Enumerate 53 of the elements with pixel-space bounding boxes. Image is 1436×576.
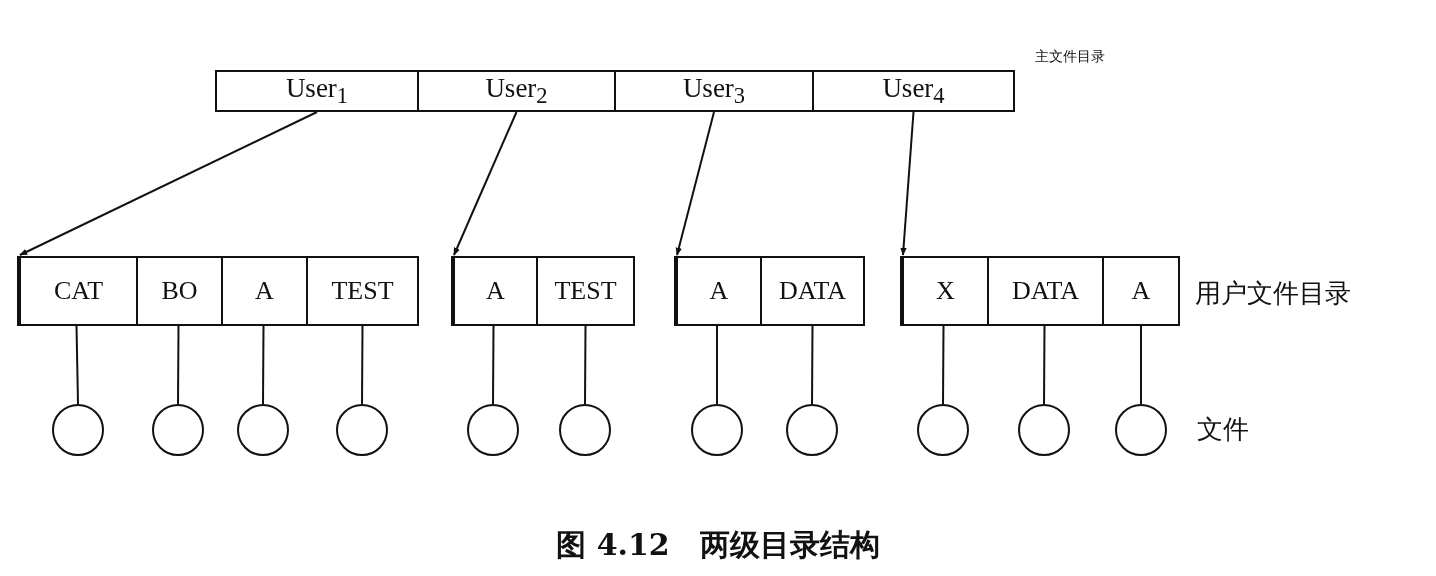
connector-line xyxy=(177,325,180,405)
connector-line xyxy=(262,325,265,405)
entry-name: TEST xyxy=(554,276,617,306)
user-directory-box xyxy=(674,256,865,326)
file-circle xyxy=(559,404,611,456)
directory-cell xyxy=(417,70,616,112)
user-directory-box xyxy=(17,256,419,326)
user-directory-box xyxy=(900,256,1180,326)
file-circle xyxy=(152,404,204,456)
level-label: 文件 xyxy=(1197,413,1249,446)
entry-name: A xyxy=(255,276,274,306)
connector-line xyxy=(1043,325,1046,405)
entry-name: DATA xyxy=(778,276,847,306)
arrow xyxy=(675,111,715,256)
file-circle xyxy=(917,404,969,456)
entry-name: User$_{2}$ xyxy=(485,72,548,110)
file-circle xyxy=(691,404,743,456)
directory-cell xyxy=(614,70,814,112)
arrow xyxy=(19,111,318,256)
connector-line xyxy=(75,325,79,405)
connector-line xyxy=(716,325,718,405)
connector-line xyxy=(492,325,495,405)
entry-name: User$_{3}$ xyxy=(682,72,746,110)
file-circle xyxy=(1018,404,1070,456)
connector-line xyxy=(1140,325,1142,405)
level-label: 用户文件目录 xyxy=(1195,277,1351,310)
directory-cell xyxy=(215,70,419,112)
connector-line xyxy=(811,325,814,405)
entry-name: User$_{4}$ xyxy=(882,72,945,110)
file-circle xyxy=(52,404,104,456)
connector-line xyxy=(584,325,587,405)
arrow xyxy=(900,111,915,256)
connector-line xyxy=(361,325,364,405)
entry-name: CAT xyxy=(53,276,104,306)
connector-line xyxy=(942,325,945,405)
entry-name: A xyxy=(1131,276,1151,306)
figure-caption: 图 4.12 两级目录结构 xyxy=(555,526,881,564)
level-label: 主文件目录 xyxy=(1035,48,1105,66)
entry-name: A xyxy=(709,276,729,306)
file-circle xyxy=(467,404,519,456)
entry-name: TEST xyxy=(331,276,394,306)
arrow xyxy=(453,111,518,256)
entry-name: DATA xyxy=(1011,276,1080,306)
file-circle xyxy=(1115,404,1167,456)
entry-name: User$_{1}$ xyxy=(285,72,349,110)
file-circle xyxy=(786,404,838,456)
file-circle xyxy=(336,404,388,456)
directory-cell xyxy=(812,70,1015,112)
user-directory-box xyxy=(451,256,635,326)
entry-name: A xyxy=(486,276,505,306)
file-circle xyxy=(237,404,289,456)
entry-name: BO xyxy=(161,276,198,306)
entry-name: X xyxy=(936,276,955,306)
